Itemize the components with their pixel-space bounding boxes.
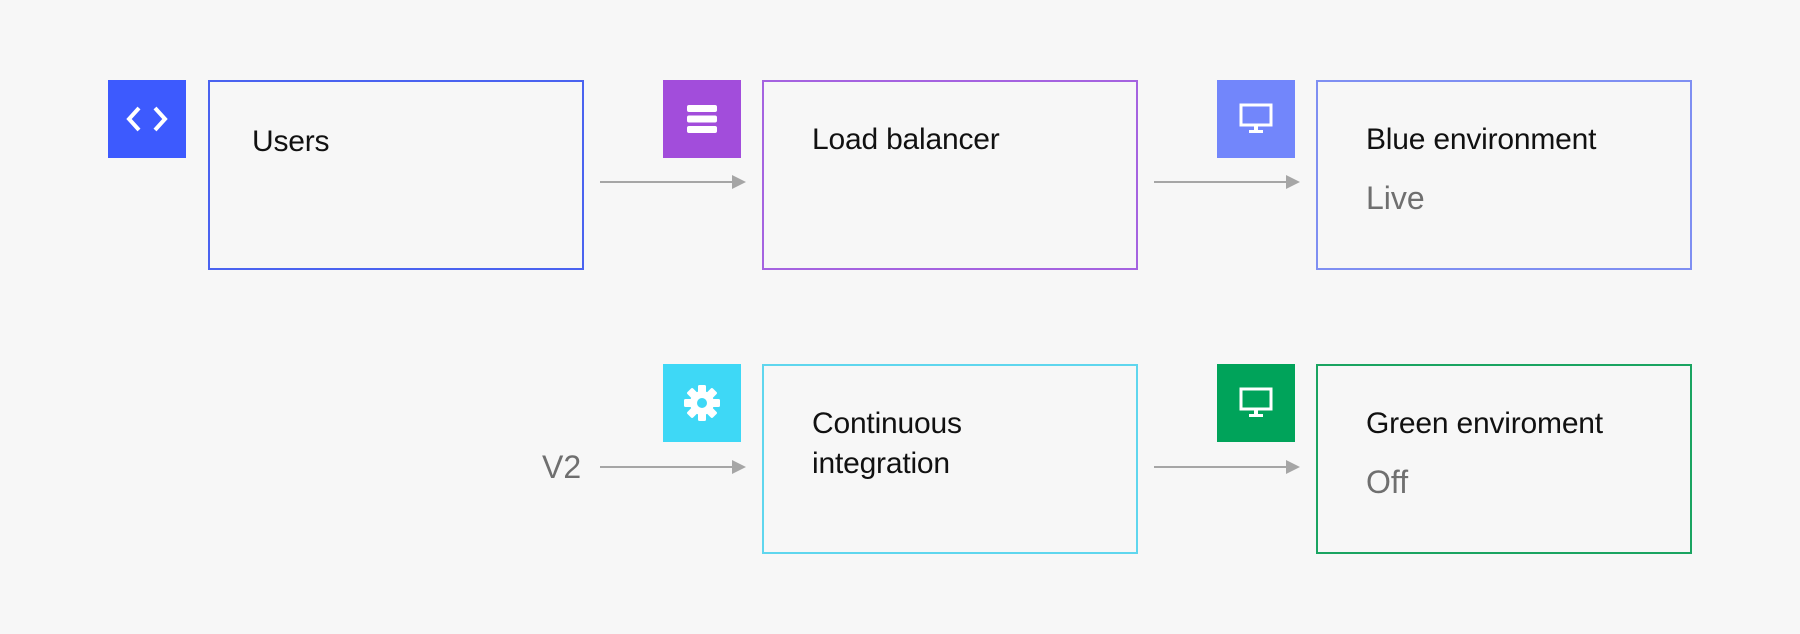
code-icon xyxy=(126,106,168,132)
arrow-ci-to-green-env xyxy=(1154,459,1300,475)
v2-edge-label: V2 xyxy=(542,449,582,485)
server-stack-icon xyxy=(687,105,717,133)
users-node[interactable]: Users xyxy=(208,80,584,270)
ci-icon-tile xyxy=(663,364,741,442)
load-balancer-icon-tile xyxy=(663,80,741,158)
green-env-icon-tile xyxy=(1217,364,1295,442)
green-env-node[interactable]: Green enviroment Off xyxy=(1316,364,1692,554)
monitor-icon xyxy=(1239,103,1273,133)
ci-node[interactable]: Continuous integration xyxy=(762,364,1138,554)
arrow-load-balancer-to-blue-env xyxy=(1154,174,1300,190)
arrow-users-to-load-balancer xyxy=(600,174,746,190)
users-icon-tile xyxy=(108,80,186,158)
blue-env-node-title: Blue environment xyxy=(1366,123,1597,156)
green-env-status: Off xyxy=(1366,464,1409,500)
blue-env-status: Live xyxy=(1366,180,1425,216)
arrow-v2-to-ci xyxy=(600,459,746,475)
monitor-icon xyxy=(1239,387,1273,417)
green-env-node-title: Green enviroment xyxy=(1366,407,1603,440)
ci-node-title: Continuous integration xyxy=(812,407,962,480)
blue-env-icon-tile xyxy=(1217,80,1295,158)
gear-icon xyxy=(684,385,720,421)
blue-env-node[interactable]: Blue environment Live xyxy=(1316,80,1692,270)
load-balancer-node[interactable]: Load balancer xyxy=(762,80,1138,270)
users-node-title: Users xyxy=(252,125,330,158)
load-balancer-node-title: Load balancer xyxy=(812,123,1000,156)
